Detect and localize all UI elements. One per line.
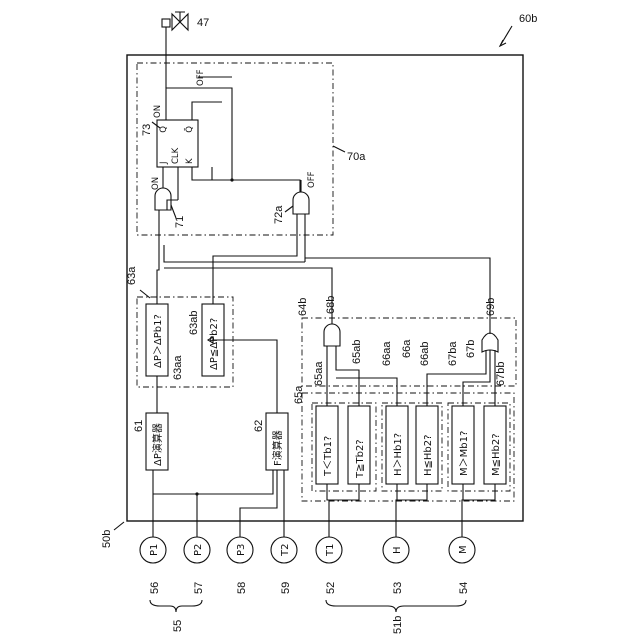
cond-67bb-text: M≦Hb2? <box>491 433 502 476</box>
ff-on-out-label: ON <box>153 105 163 118</box>
svg-text:P1: P1 <box>149 544 160 556</box>
label-73: 73 <box>141 124 153 136</box>
label-55: 55 <box>172 620 184 632</box>
svg-text:T2: T2 <box>280 544 291 557</box>
valve-47-icon <box>172 12 188 30</box>
label-66ab: 66ab <box>419 342 431 366</box>
label-57: 57 <box>193 582 205 594</box>
label-70a: 70a <box>347 151 366 163</box>
ff-off-out-label: OFF <box>196 69 206 86</box>
sensor-t2: T2 <box>271 537 297 563</box>
sensor-p2: P2 <box>184 537 210 563</box>
label-65a: 65a <box>293 385 305 404</box>
label-59: 59 <box>280 582 292 594</box>
label-66aa: 66aa <box>381 341 393 366</box>
ff-k-label: K <box>185 158 195 164</box>
label-51b: 51b <box>392 616 404 634</box>
label-64b: 64b <box>297 298 309 316</box>
gate72-off-label: OFF <box>307 171 317 188</box>
cond-66ab-text: H≦Hb2? <box>423 435 434 476</box>
brace-51b <box>326 600 466 612</box>
cond-66aa-text: H＞Hb1? <box>393 433 404 476</box>
label-63aa: 63aa <box>172 355 184 380</box>
cond-65ab-text: T≧Tb2? <box>355 439 366 479</box>
sensor-p3: P3 <box>227 537 253 563</box>
label-69b: 69b <box>485 298 497 316</box>
label-60b: 60b <box>519 13 537 25</box>
svg-text:M: M <box>458 545 469 554</box>
ff-qbar-label: Q̄ <box>183 126 195 133</box>
cond-67ba-text: M＞Mb1? <box>459 431 470 476</box>
label-54: 54 <box>458 582 470 594</box>
output-terminal <box>162 19 170 27</box>
sensor-m: M <box>449 537 475 563</box>
ff-j-label: J <box>159 161 169 165</box>
label-67ba: 67ba <box>447 341 459 366</box>
label-47: 47 <box>197 17 209 29</box>
and-gate-68b <box>324 324 340 346</box>
gate71-on-label: ON <box>151 177 161 190</box>
label-62: 62 <box>253 420 265 432</box>
label-53: 53 <box>392 582 404 594</box>
label-61: 61 <box>133 420 145 432</box>
svg-text:P3: P3 <box>236 544 247 556</box>
label-72a: 72a <box>273 205 285 224</box>
svg-text:P2: P2 <box>193 544 204 556</box>
label-56: 56 <box>149 582 161 594</box>
and-gate-71 <box>155 188 171 210</box>
sensor-h: H <box>383 537 409 563</box>
sensor-t1: T1 <box>316 537 342 563</box>
ff-q-label: Q <box>159 126 169 133</box>
label-58: 58 <box>236 582 248 594</box>
and-gate-72a <box>293 192 309 214</box>
label-52: 52 <box>325 582 337 594</box>
label-67b: 67b <box>465 340 477 358</box>
svg-text:H: H <box>392 546 403 554</box>
sensor-p1: P1 <box>140 537 166 563</box>
cond-63ab-text: ΔP≦ΔPb2? <box>209 318 220 370</box>
label-50b: 50b <box>101 530 113 548</box>
ff-clk-label: CLK <box>171 147 181 164</box>
or-gate-69b <box>482 333 498 352</box>
label-63ab: 63ab <box>188 311 200 335</box>
svg-text:T1: T1 <box>325 544 336 557</box>
calc-62-text: F演算器 <box>271 430 284 466</box>
cond-63aa-text: ΔP＞ΔPb1? <box>153 314 164 368</box>
label-68b: 68b <box>325 296 337 314</box>
calc-61-text: ΔP演算器 <box>151 423 164 466</box>
brace-55 <box>150 600 202 612</box>
label-65ab: 65ab <box>351 340 363 364</box>
label-65aa: 65aa <box>313 361 325 386</box>
cond-65aa-text: T＜Tb1? <box>323 436 334 477</box>
label-67bb: 67bb <box>495 362 507 386</box>
label-66a: 66a <box>401 339 413 358</box>
label-63a: 63a <box>126 266 138 285</box>
